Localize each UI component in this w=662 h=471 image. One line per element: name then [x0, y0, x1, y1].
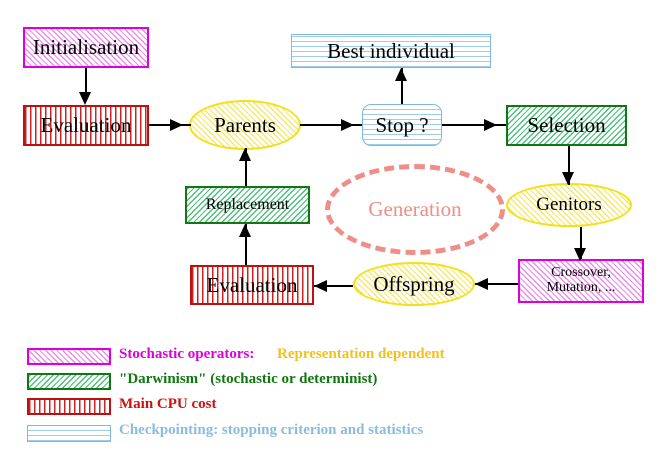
edge-genitors-to-crossover [580, 227, 582, 259]
node-crossover-mutation[interactable]: Crossover, Mutation, ... [518, 259, 644, 303]
edge-offspring-to-evaluation [314, 285, 353, 287]
node-generation-label: Generation [368, 197, 462, 221]
node-selection[interactable]: Selection [506, 105, 627, 146]
edge-evaluation-to-replacement [245, 224, 247, 265]
arrowhead-selection-to-genitors [562, 172, 574, 185]
legend-swatch-checkpointing [27, 425, 111, 442]
legend-label-checkpointing: Checkpointing: stopping criterion and st… [119, 422, 424, 438]
arrowhead-offspring-to-evaluation [314, 280, 327, 292]
legend-swatch-darwinism [27, 373, 111, 390]
node-genitors[interactable]: Genitors [506, 183, 632, 227]
arrowhead-replacement-to-parents [239, 148, 251, 161]
legend-label-main-cpu-cost: Main CPU cost [119, 396, 217, 412]
arrowhead-evaluation-to-parents [170, 119, 183, 131]
node-genitors-label: Genitors [536, 194, 602, 216]
arrowhead-crossover-to-offspring [475, 278, 488, 290]
node-offspring[interactable]: Offspring [353, 262, 475, 306]
edge-selection-to-genitors [568, 146, 570, 185]
node-evaluation-bottom-label: Evaluation [206, 272, 298, 297]
node-evaluation-top[interactable]: Evaluation [23, 105, 149, 146]
arrowhead-parents-to-stop [341, 119, 354, 131]
legend-swatch-stochastic-operators [27, 348, 111, 365]
node-parents-label: Parents [214, 112, 276, 137]
node-parents[interactable]: Parents [189, 100, 301, 150]
arrowhead-evaluation-to-replacement [239, 224, 251, 237]
legend-label-representation-dependent: Representation dependent [277, 346, 445, 362]
node-stop-label: Stop ? [375, 112, 429, 137]
node-generation: Generation [325, 164, 505, 255]
arrowhead-stop-to-selection [484, 119, 497, 131]
legend-swatch-main-cpu-cost [27, 398, 111, 415]
arrowhead-genitors-to-crossover [574, 248, 586, 261]
node-best-individual[interactable]: Best individual [291, 34, 491, 68]
node-initialisation-label: Initialisation [32, 35, 140, 60]
edge-stop-to-best-individual [401, 68, 403, 104]
node-initialisation[interactable]: Initialisation [23, 27, 149, 68]
node-best-individual-label: Best individual [327, 38, 455, 63]
edge-initialisation-to-evaluation [85, 68, 87, 98]
node-replacement[interactable]: Replacement [185, 186, 310, 224]
edge-crossover-to-offspring [475, 283, 518, 285]
node-evaluation-top-label: Evaluation [40, 113, 132, 138]
edge-stop-to-selection [442, 124, 506, 126]
arrowhead-initialisation-to-evaluation [79, 92, 91, 105]
node-offspring-label: Offspring [373, 271, 455, 296]
node-evaluation-bottom[interactable]: Evaluation [190, 265, 314, 305]
node-selection-label: Selection [527, 113, 606, 138]
edge-replacement-to-parents [245, 148, 247, 186]
node-stop[interactable]: Stop ? [362, 104, 442, 146]
legend-label-stochastic-operators: Stochastic operators: [119, 346, 255, 362]
legend-label-darwinism: "Darwinism" (stochastic or determinist) [119, 371, 378, 387]
arrowhead-stop-to-best-individual [395, 68, 407, 81]
node-crossover-mutation-label: Crossover, Mutation, ... [546, 265, 616, 295]
node-replacement-label: Replacement [205, 195, 290, 213]
edge-parents-to-stop [300, 124, 362, 126]
